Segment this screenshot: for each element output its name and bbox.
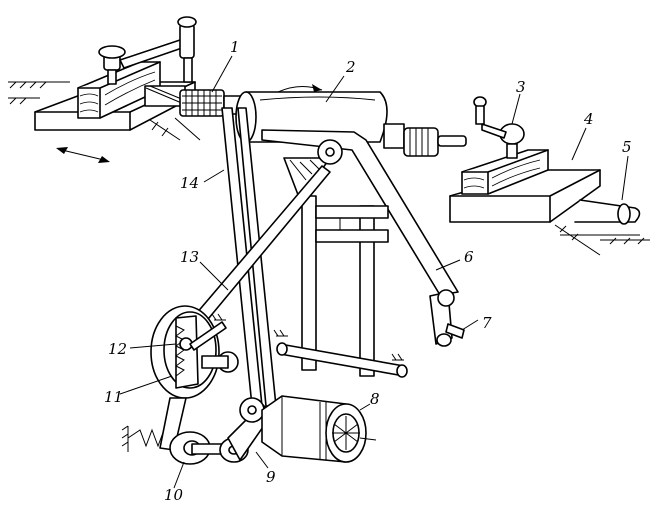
label-1: 1: [230, 38, 240, 56]
labels: 1 2 3 4 5 6 7 8 9 10 11 12 13 14: [104, 38, 632, 504]
label-11: 11: [104, 388, 123, 406]
label-9: 9: [266, 468, 276, 486]
leader-lines: [119, 55, 629, 489]
ratchet-pulley: [150, 305, 239, 399]
ground-left: [8, 81, 201, 141]
right-carriage: [449, 96, 641, 225]
label-7: 7: [482, 314, 492, 332]
left-cutter: [179, 89, 225, 117]
label-14: 14: [180, 174, 199, 192]
carriage-motion-arrow: [56, 147, 110, 163]
left-carriage: [34, 16, 197, 131]
label-12: 12: [108, 340, 127, 358]
lower-belt: [159, 397, 273, 465]
motor: [261, 395, 377, 463]
label-13: 13: [180, 248, 199, 266]
label-8: 8: [370, 390, 380, 408]
label-6: 6: [464, 248, 474, 266]
label-5: 5: [622, 138, 632, 156]
frame-lever: [261, 129, 465, 378]
label-2: 2: [345, 58, 356, 76]
label-3: 3: [516, 78, 526, 96]
label-4: 4: [583, 110, 594, 128]
ground-right: [554, 224, 650, 256]
label-10: 10: [164, 486, 184, 504]
